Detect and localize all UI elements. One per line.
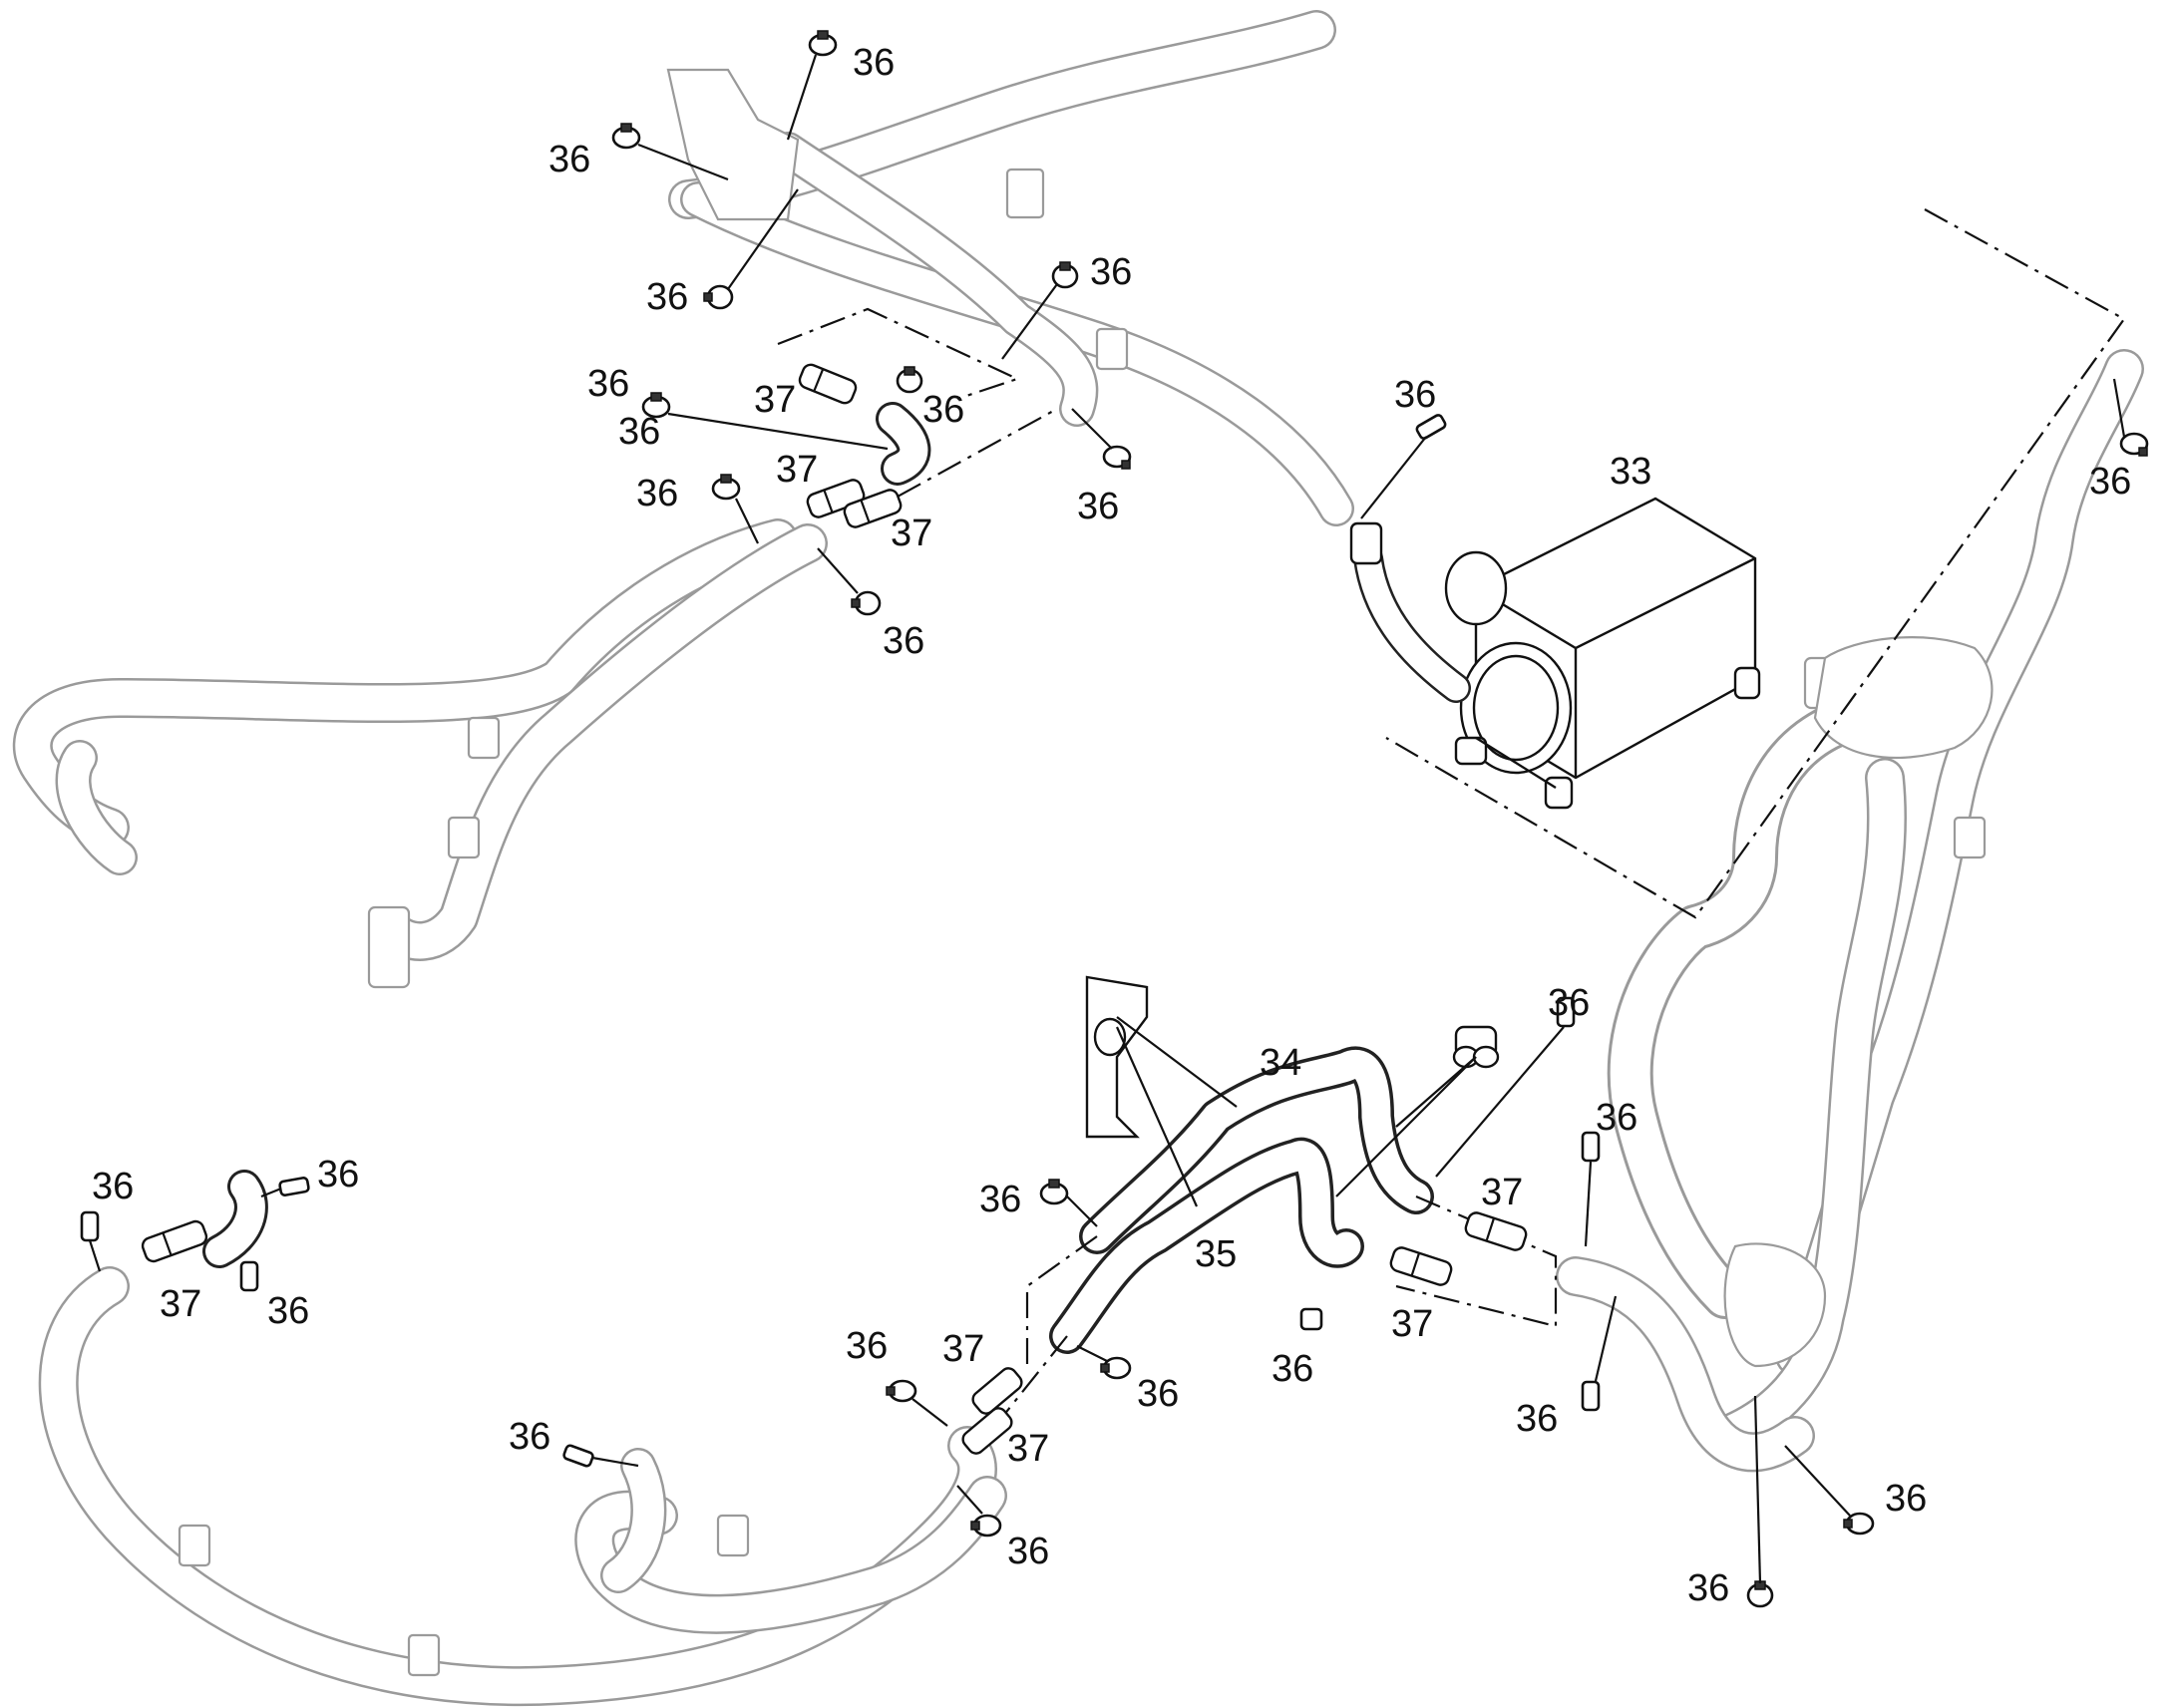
callout-c3: 36: [646, 276, 688, 318]
heater-core-unit: [1444, 497, 1761, 810]
callout-c28: 36: [846, 1325, 888, 1367]
clamp-6: [896, 366, 923, 394]
clamp-17: [1581, 1380, 1601, 1412]
callout-c34: 36: [92, 1166, 134, 1207]
clamp-8: [1102, 445, 1132, 470]
clamp-3: [703, 284, 734, 310]
clamp-22: [239, 1260, 259, 1292]
callout-c32: 36: [1687, 1567, 1729, 1609]
callout-c36: 36: [267, 1290, 309, 1332]
fitting-top-1: [798, 363, 858, 405]
clamp-25: [970, 1514, 1002, 1537]
callout-c18: 36: [1596, 1097, 1637, 1139]
callout-c12: 36: [883, 620, 924, 662]
assembly-lines: [777, 208, 2126, 1437]
clamp-9: [851, 590, 882, 616]
clamp-15: [1100, 1356, 1132, 1380]
callout-c6: 37: [754, 379, 796, 421]
clamp-7: [711, 474, 741, 501]
callout-c35: 36: [317, 1154, 359, 1196]
callout-c4: 36: [1090, 251, 1132, 293]
callout-c31: 36: [1885, 1478, 1927, 1520]
callout-c5: 36: [587, 363, 629, 405]
hose-34: [1079, 1046, 1434, 1254]
clamp-16: [1299, 1307, 1323, 1331]
clamp-12: [1556, 996, 1576, 1028]
fitting-top-3: [843, 489, 903, 528]
callout-c17: 36: [1548, 982, 1590, 1024]
callout-c2: 36: [548, 139, 590, 180]
callout-c25: 36: [1516, 1398, 1558, 1440]
callout-c20: 36: [979, 1179, 1021, 1220]
callout-c7: 36: [922, 389, 964, 431]
callout-c14: 33: [1610, 451, 1651, 493]
fittings-37: [141, 363, 1528, 1455]
clamp-2: [611, 123, 641, 150]
clamp-23: [886, 1379, 917, 1403]
callout-c9: 37: [891, 512, 932, 554]
leader-lines: [88, 54, 2126, 1584]
hose-clip: [1452, 1025, 1500, 1069]
fitting-right-2: [1389, 1246, 1453, 1286]
callout-c22: 36: [1137, 1373, 1179, 1415]
clamp-10: [1415, 414, 1447, 440]
callout-c24: 36: [1272, 1348, 1313, 1390]
callout-c1: 36: [853, 42, 895, 84]
clamp-24: [562, 1444, 594, 1468]
clamp-20: [80, 1210, 100, 1242]
hose-35: [1049, 1138, 1364, 1354]
fitting-top-2: [806, 479, 866, 518]
callout-c33: 37: [160, 1283, 201, 1325]
support-bracket: [1085, 975, 1149, 1139]
callout-labels: 36 36 36 36 36 37 36 37 37 36 36 36 36 3…: [92, 42, 2131, 1609]
clamp-13: [1581, 1131, 1601, 1163]
fitting-left-lower: [141, 1219, 208, 1263]
clamp-4: [1051, 261, 1079, 289]
callout-c8: 37: [776, 449, 818, 491]
clamp-5: [641, 392, 671, 419]
callout-c19: 37: [1481, 1172, 1523, 1213]
fitting-mid-2: [961, 1407, 1013, 1455]
background-hoses: [12, 10, 2144, 1707]
clamp-14: [1039, 1179, 1069, 1205]
callout-c10: 36: [636, 473, 678, 514]
callout-c13: 36: [1394, 374, 1436, 416]
callout-c21: 35: [1195, 1233, 1237, 1275]
callout-c16: 34: [1260, 1042, 1301, 1084]
callout-c30: 36: [509, 1416, 550, 1458]
clamp-19: [1746, 1580, 1774, 1608]
hose-clamps-36: [80, 30, 2149, 1608]
callout-c15: 36: [2089, 461, 2131, 503]
callout-c23: 37: [1391, 1303, 1433, 1345]
callout-c26: 37: [942, 1328, 984, 1370]
clamp-1: [808, 30, 838, 57]
clamp-21: [278, 1177, 310, 1196]
clamp-11: [2119, 432, 2149, 457]
callout-c11: 36: [1077, 486, 1119, 527]
callout-c29: 36: [1007, 1531, 1049, 1572]
fitting-right-1: [1464, 1211, 1528, 1251]
callout-c27: 37: [1007, 1428, 1049, 1470]
clamp-18: [1843, 1512, 1875, 1536]
fitting-mid-1: [971, 1367, 1023, 1415]
callout-c37: 36: [618, 411, 660, 453]
